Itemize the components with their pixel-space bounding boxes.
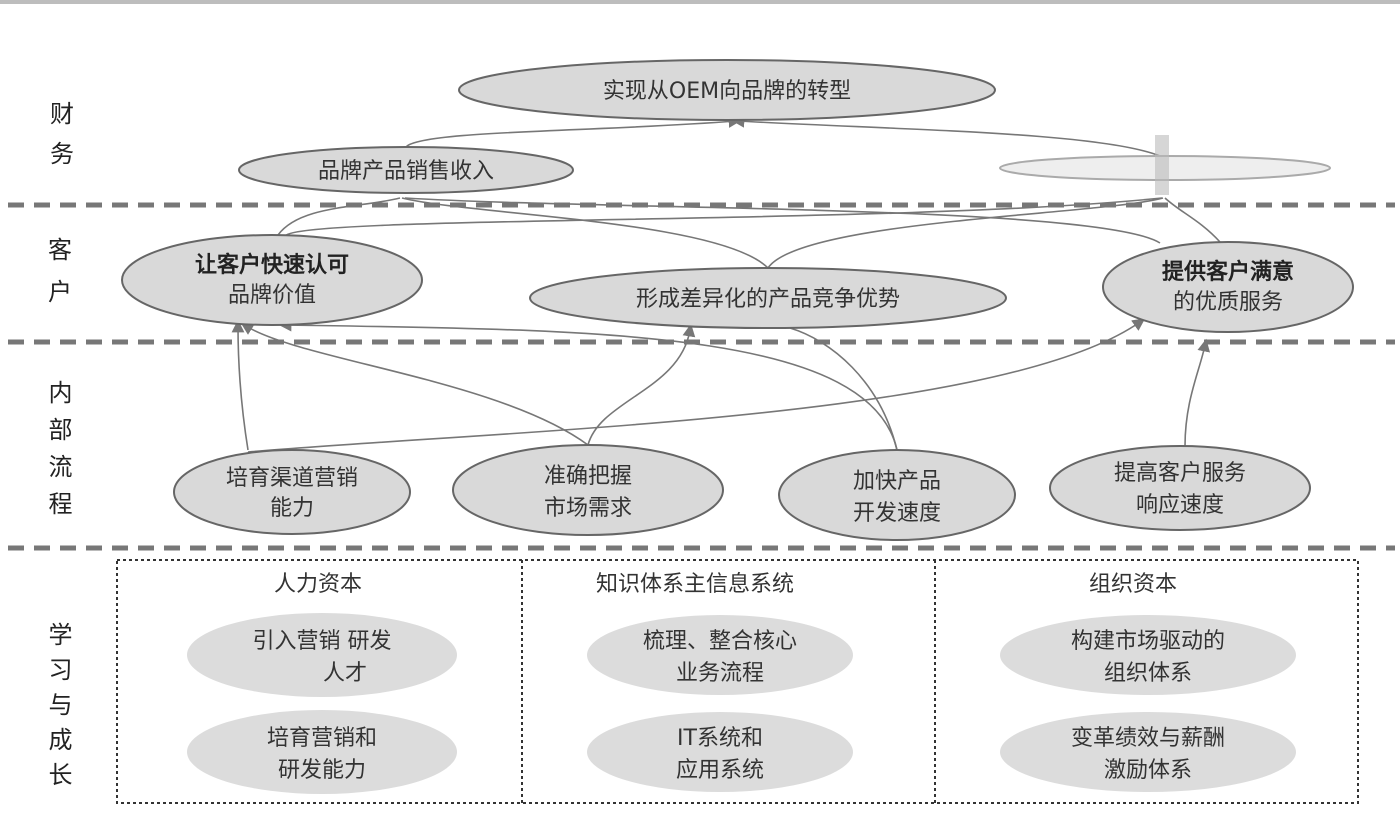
svg-text:响应速度: 响应速度 [1136, 493, 1224, 518]
svg-text:务: 务 [50, 140, 74, 168]
svg-text:品牌产品销售收入: 品牌产品销售收入 [318, 159, 494, 184]
svg-text:开发速度: 开发速度 [853, 501, 941, 526]
causal-arrows [231, 114, 1221, 453]
svg-text:实现从OEM向品牌的转型: 实现从OEM向品牌的转型 [603, 79, 851, 104]
svg-text:梳理、整合核心: 梳理、整合核心 [643, 629, 797, 654]
service-node: 提供客户满意 的优质服务 [1102, 241, 1354, 333]
obscured-financial-node [999, 135, 1331, 195]
internal-node-service: 提高客户服务 响应速度 [1049, 445, 1311, 531]
goal-node: 实现从OEM向品牌的转型 [458, 59, 996, 121]
internal-node-market: 准确把握 市场需求 [452, 444, 724, 536]
perspective-customer-label: 客 户 [48, 236, 72, 306]
learning-box [116, 559, 1359, 804]
perspective-financial-label: 财 务 [50, 100, 74, 168]
learning-node: 培育营销和 研发能力 [187, 710, 457, 794]
svg-text:户: 户 [48, 278, 72, 306]
svg-text:IT系统和: IT系统和 [677, 726, 763, 751]
svg-text:应用系统: 应用系统 [676, 758, 764, 783]
column-title-human-capital: 人力资本 [274, 572, 362, 597]
svg-text:让客户快速认可: 让客户快速认可 [195, 252, 349, 278]
svg-text:培育渠道营销: 培育渠道营销 [226, 466, 358, 491]
learning-node: 构建市场驱动的 组织体系 [1000, 615, 1296, 695]
svg-text:组织体系: 组织体系 [1104, 661, 1192, 686]
learning-node: IT系统和 应用系统 [587, 712, 853, 792]
perspective-learning-label: 学习与成长 [44, 622, 72, 797]
learning-node: 变革绩效与薪酬 激励体系 [1000, 712, 1296, 792]
column-title-organization: 组织资本 [1089, 572, 1177, 597]
differentiation-node: 形成差异化的产品竞争优势 [529, 267, 1007, 329]
learning-node: 引入营销 研发 人才 [187, 613, 457, 697]
svg-text:客: 客 [48, 236, 72, 264]
column-title-information: 知识体系主信息系统 [596, 572, 794, 597]
svg-text:业务流程: 业务流程 [676, 661, 764, 686]
svg-text:引入营销 研发: 引入营销 研发 [253, 629, 392, 654]
internal-node-channel: 培育渠道营销 能力 [173, 449, 411, 535]
svg-text:能力: 能力 [270, 496, 314, 521]
brand-value-node: 让客户快速认可 品牌价值 [121, 234, 423, 326]
svg-text:加快产品: 加快产品 [853, 469, 941, 494]
perspective-internal-label: 内部流程 [44, 380, 72, 528]
top-border [0, 0, 1400, 4]
svg-text:的优质服务: 的优质服务 [1173, 290, 1283, 315]
svg-text:财: 财 [50, 100, 74, 128]
svg-text:变革绩效与薪酬: 变革绩效与薪酬 [1071, 726, 1225, 751]
svg-text:提高客户服务: 提高客户服务 [1114, 461, 1246, 486]
svg-text:研发能力: 研发能力 [278, 758, 366, 783]
revenue-node: 品牌产品销售收入 [238, 146, 574, 194]
internal-node-development: 加快产品 开发速度 [778, 449, 1016, 541]
svg-text:市场需求: 市场需求 [544, 496, 632, 521]
svg-text:培育营销和: 培育营销和 [267, 726, 377, 751]
svg-text:激励体系: 激励体系 [1104, 758, 1192, 783]
svg-text:人才: 人才 [323, 661, 367, 686]
svg-text:提供客户满意: 提供客户满意 [1162, 259, 1294, 285]
svg-text:准确把握: 准确把握 [544, 464, 632, 489]
svg-text:构建市场驱动的: 构建市场驱动的 [1071, 629, 1225, 654]
learning-node: 梳理、整合核心 业务流程 [587, 615, 853, 695]
svg-text:品牌价值: 品牌价值 [228, 283, 316, 308]
svg-text:形成差异化的产品竞争优势: 形成差异化的产品竞争优势 [636, 287, 900, 312]
